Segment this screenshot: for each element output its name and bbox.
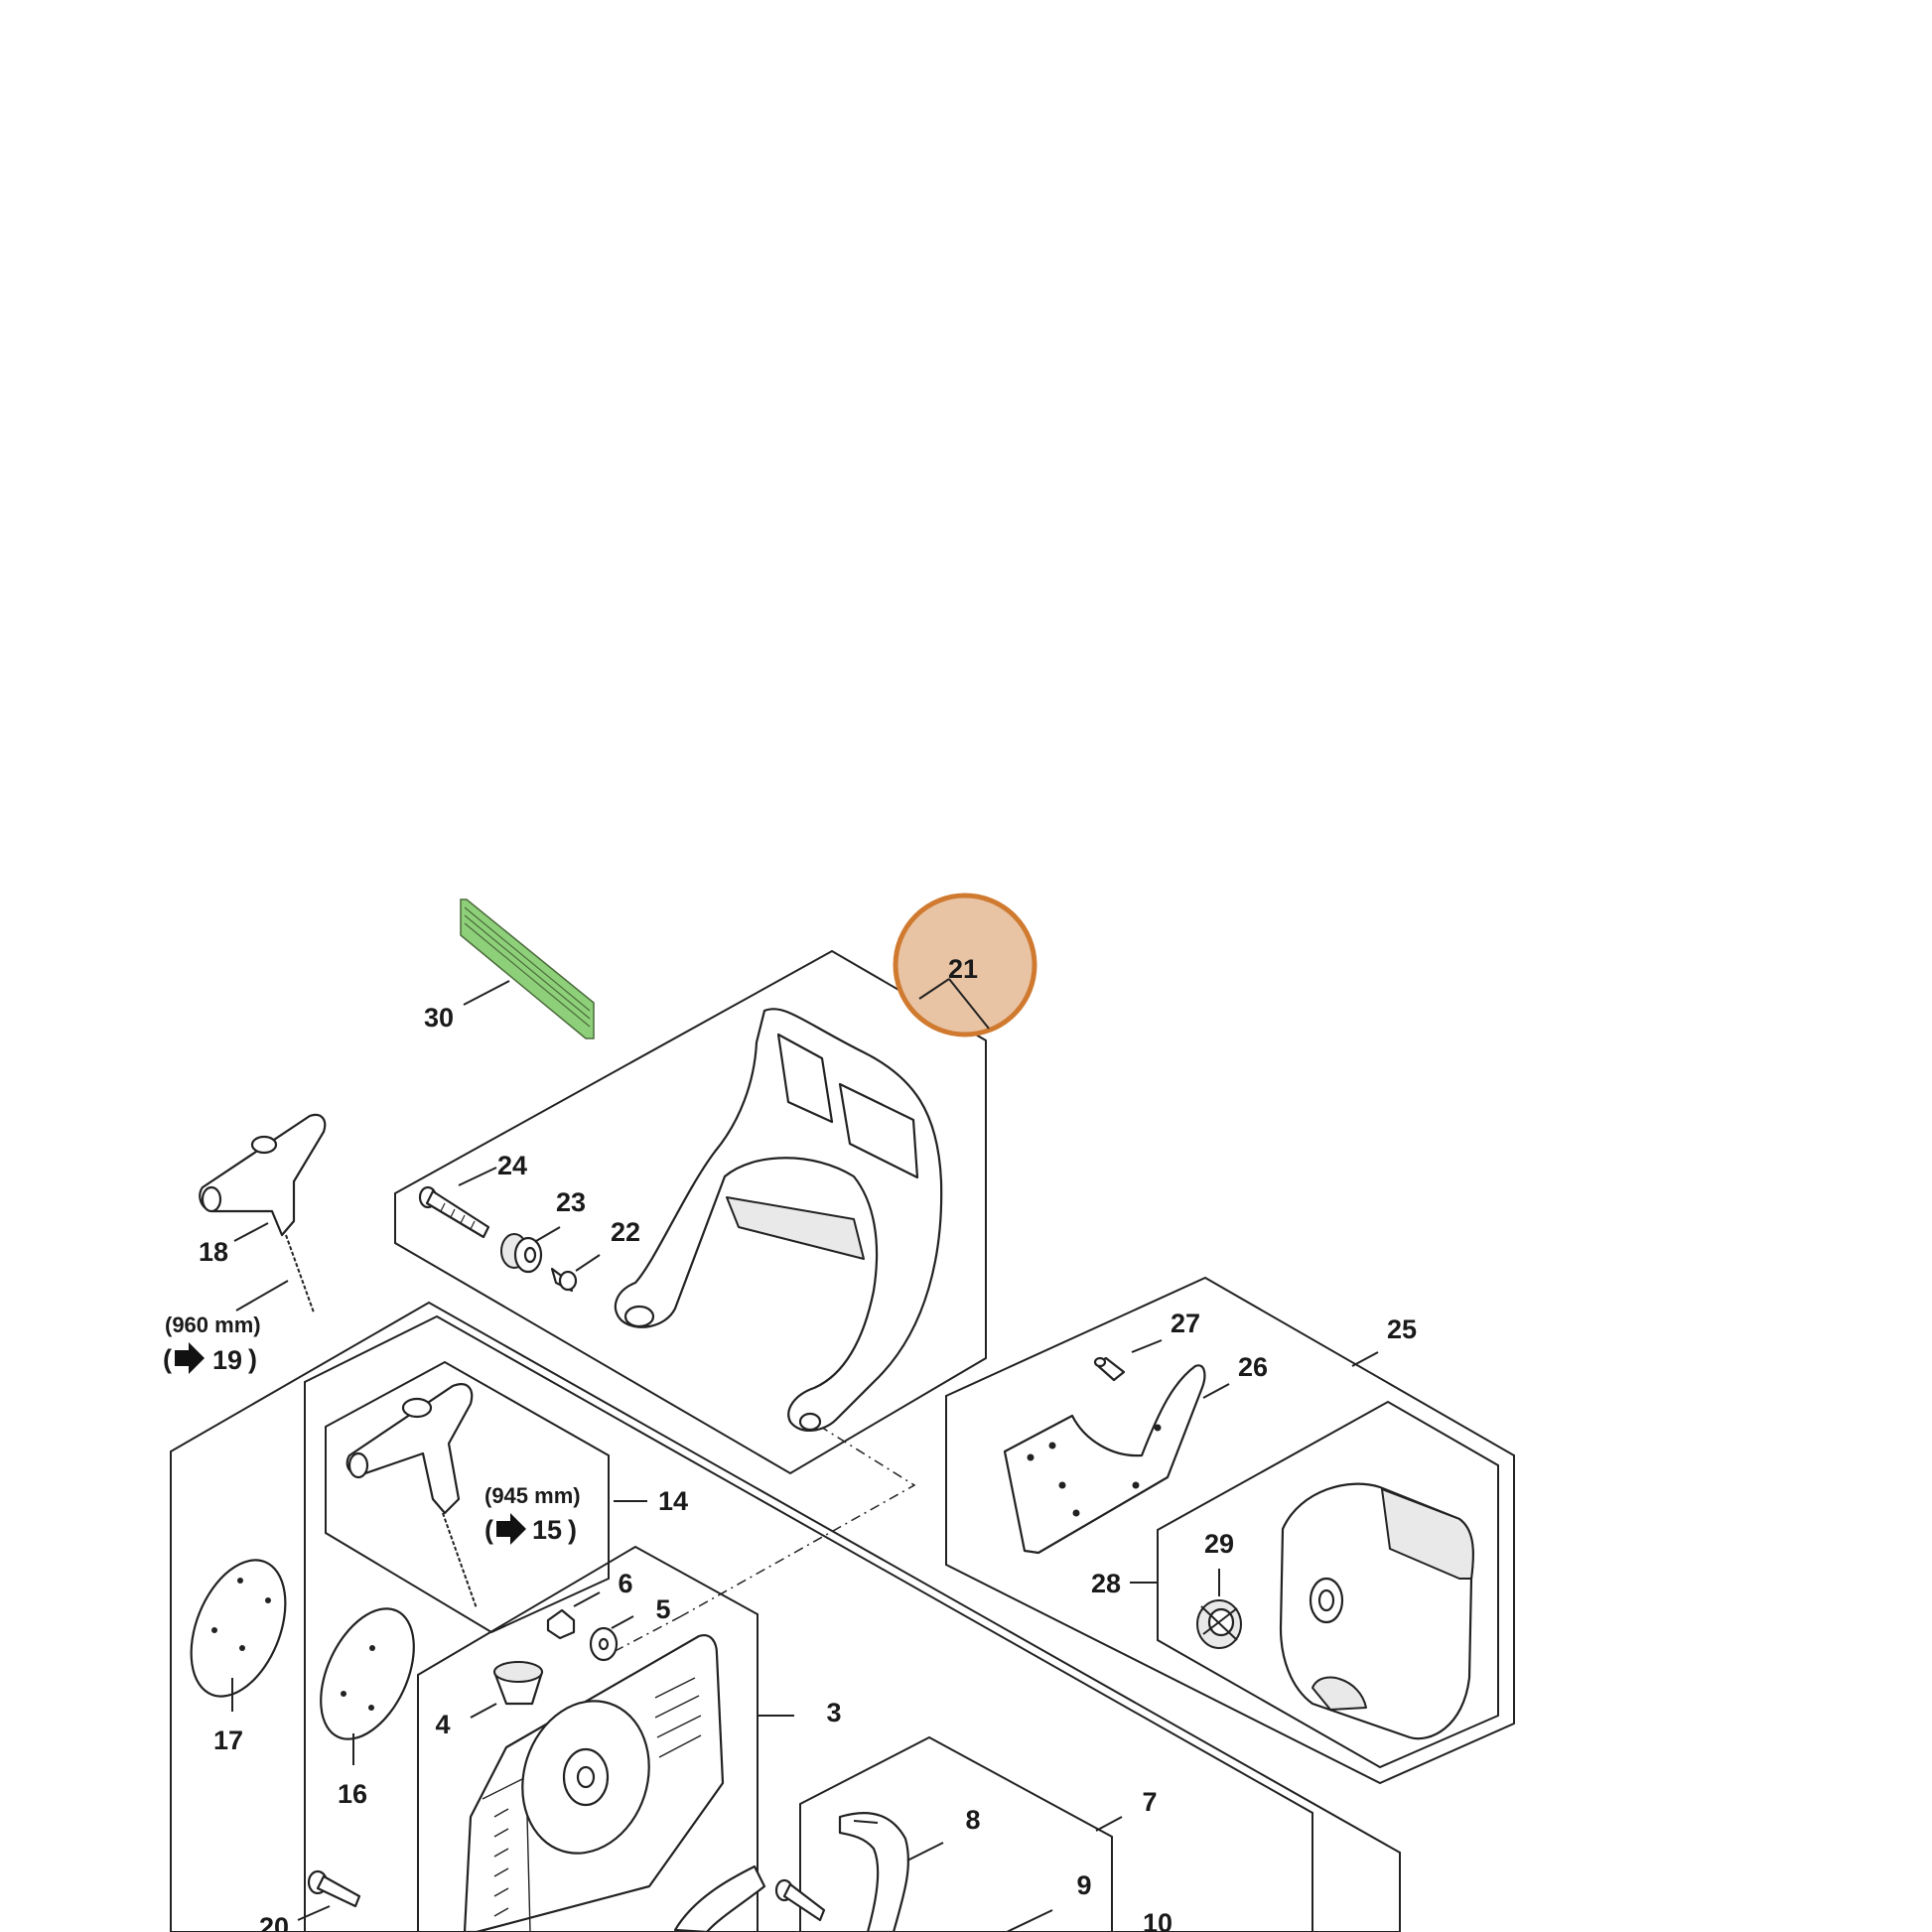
rope-14-ref: 15	[532, 1515, 562, 1545]
assembly-line-5	[605, 1615, 682, 1657]
callout-9[interactable]: 9	[1076, 1870, 1091, 1900]
callout-21-selected[interactable]: 21	[893, 893, 1037, 1037]
group-box-25	[945, 1276, 1515, 1785]
callout-10[interactable]: 10	[1143, 1908, 1173, 1932]
part-27-bolt[interactable]	[1093, 1356, 1126, 1382]
leader-lines	[231, 980, 1379, 1932]
assembly-line-21	[680, 1425, 916, 1617]
callout-24[interactable]: 24	[497, 1151, 527, 1180]
callout-28[interactable]: 28	[1091, 1569, 1121, 1598]
part-8-band[interactable]	[838, 1812, 909, 1932]
callout-16[interactable]: 16	[338, 1779, 367, 1809]
callout-26[interactable]: 26	[1238, 1352, 1268, 1382]
callout-6[interactable]: 6	[618, 1569, 632, 1598]
callout-7[interactable]: 7	[1142, 1787, 1157, 1817]
arrow-right-icon	[496, 1513, 526, 1545]
group-box-21	[394, 949, 987, 1475]
part-5-washer[interactable]	[589, 1626, 619, 1662]
part-26-cover-plate[interactable]	[1003, 1364, 1206, 1555]
part-9-pin[interactable]	[774, 1878, 826, 1922]
callout-25[interactable]: 25	[1387, 1314, 1417, 1344]
rope-note-14: (945 mm) ( 15 )	[484, 1483, 581, 1545]
group-box-28	[1157, 1400, 1499, 1769]
callout-4[interactable]: 4	[435, 1710, 450, 1739]
callout-5[interactable]: 5	[655, 1594, 670, 1624]
part-18-starter-grip[interactable]	[199, 1113, 327, 1313]
callout-3[interactable]: 3	[826, 1698, 841, 1727]
part-6-nut[interactable]	[546, 1608, 576, 1640]
part-16-plate[interactable]	[302, 1594, 433, 1754]
part-29-gear[interactable]	[1196, 1599, 1242, 1649]
part-20-screw[interactable]	[307, 1869, 361, 1908]
callout-14[interactable]: 14	[658, 1486, 688, 1516]
part-28-cover[interactable]	[1279, 1482, 1474, 1740]
group-box-inner	[304, 1314, 1313, 1932]
part-4-plug[interactable]	[492, 1661, 544, 1706]
callout-30[interactable]: 30	[424, 1003, 454, 1033]
part-17-plate[interactable]	[173, 1547, 304, 1711]
rope-14-ref-open: (	[484, 1515, 493, 1545]
rope-14-length: (945 mm)	[484, 1483, 581, 1508]
part-3-starter-cover[interactable]	[463, 1634, 725, 1932]
rope-18-length: (960 mm)	[165, 1312, 261, 1337]
group-box-14	[325, 1360, 610, 1634]
part-30-highlighted[interactable]	[460, 898, 595, 1039]
rope-note-18: (960 mm) ( 19 )	[163, 1312, 261, 1375]
part-lever[interactable]	[673, 1864, 766, 1932]
callout-23[interactable]: 23	[556, 1187, 586, 1217]
callout-8[interactable]: 8	[965, 1805, 980, 1835]
callout-22[interactable]: 22	[611, 1217, 640, 1247]
part-23-buffer[interactable]	[500, 1233, 543, 1274]
rope-18-ref: 19	[212, 1345, 242, 1375]
part-22-sleeve[interactable]	[550, 1267, 578, 1293]
rope-18-ref-open: (	[163, 1344, 172, 1374]
callout-29[interactable]: 29	[1204, 1529, 1234, 1559]
callout-21-label: 21	[948, 954, 978, 984]
callout-27[interactable]: 27	[1171, 1309, 1200, 1338]
group-box-main	[170, 1301, 1401, 1932]
group-box-7	[799, 1735, 1113, 1932]
callout-20[interactable]: 20	[259, 1912, 289, 1932]
rope-14-ref-close: )	[568, 1515, 577, 1545]
part-14-starter-grip[interactable]	[345, 1383, 478, 1609]
callout-18[interactable]: 18	[199, 1237, 228, 1267]
callout-17[interactable]: 17	[213, 1725, 243, 1755]
group-box-3	[417, 1545, 759, 1932]
part-21-handle[interactable]	[614, 1008, 943, 1432]
rope-18-ref-close: )	[248, 1344, 257, 1374]
arrow-right-icon	[175, 1342, 205, 1374]
part-24-bolt[interactable]	[418, 1185, 490, 1239]
